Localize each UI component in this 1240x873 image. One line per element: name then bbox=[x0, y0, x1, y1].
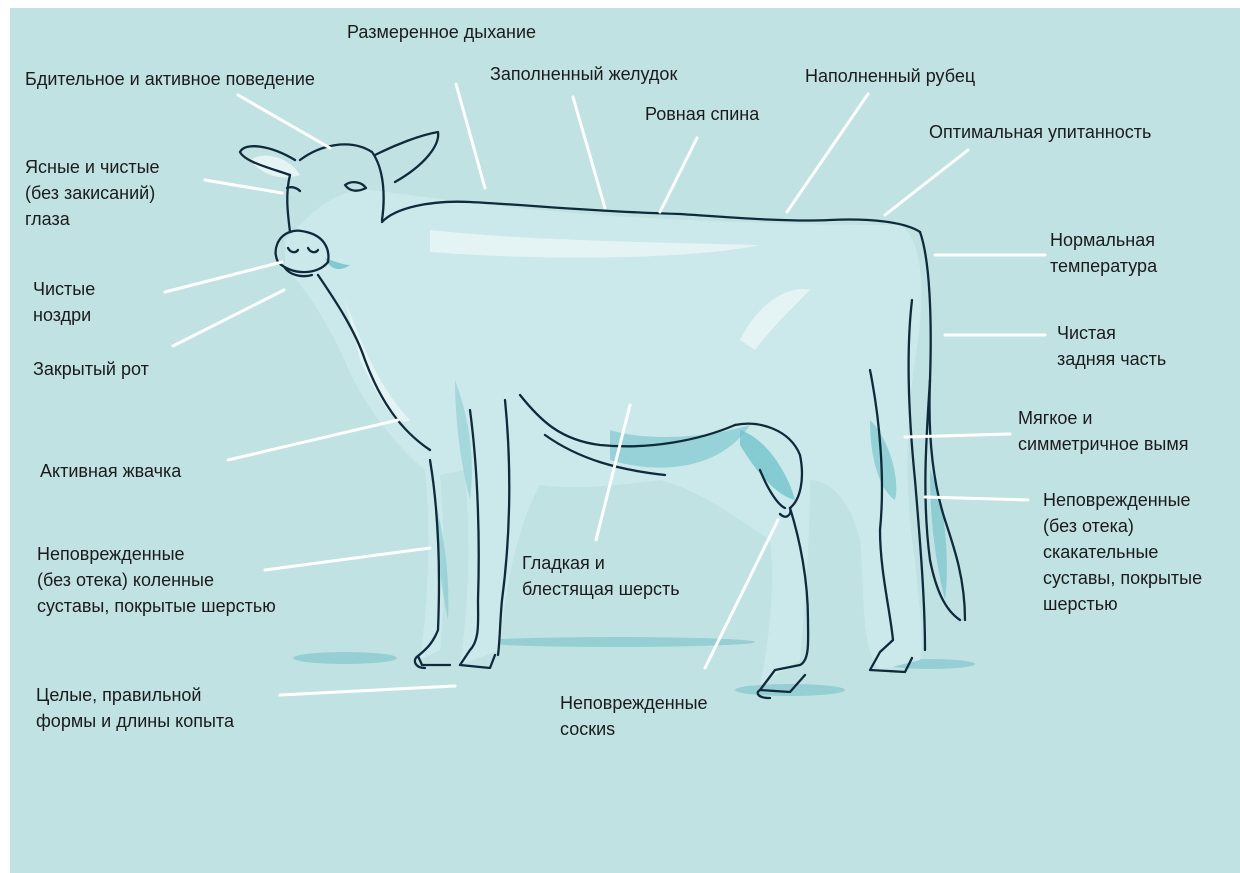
cow-body-fill bbox=[285, 190, 922, 685]
label-rumination: Активная жвачка bbox=[40, 458, 181, 484]
label-hooves: Целые, правильной формы и длины копыта bbox=[36, 682, 234, 734]
label-hocks: Неповрежденные (без отека) скакательные … bbox=[1043, 487, 1202, 617]
label-nostrils: Чистые ноздри bbox=[33, 276, 95, 328]
label-behavior: Бдительное и активное поведение bbox=[25, 66, 315, 92]
label-rear: Чистая задняя часть bbox=[1057, 320, 1166, 372]
label-temperature: Нормальная температура bbox=[1050, 227, 1157, 279]
label-rumen: Наполненный рубец bbox=[805, 63, 975, 89]
label-mouth: Закрытый рот bbox=[33, 356, 149, 382]
label-stomach: Заполненный желудок bbox=[490, 61, 677, 87]
label-coat: Гладкая и блестящая шерсть bbox=[522, 550, 680, 602]
label-knees: Неповрежденные (без отека) коленные суст… bbox=[37, 541, 276, 619]
label-back: Ровная спина bbox=[645, 101, 759, 127]
label-teats: Неповрежденные соскиs bbox=[560, 690, 708, 742]
label-breathing: Размеренное дыхание bbox=[347, 19, 536, 45]
label-udder: Мягкое и симметричное вымя bbox=[1018, 405, 1189, 457]
label-eyes: Ясные и чистые (без закисаний) глаза bbox=[25, 154, 160, 232]
label-condition: Оптимальная упитанность bbox=[929, 119, 1151, 145]
